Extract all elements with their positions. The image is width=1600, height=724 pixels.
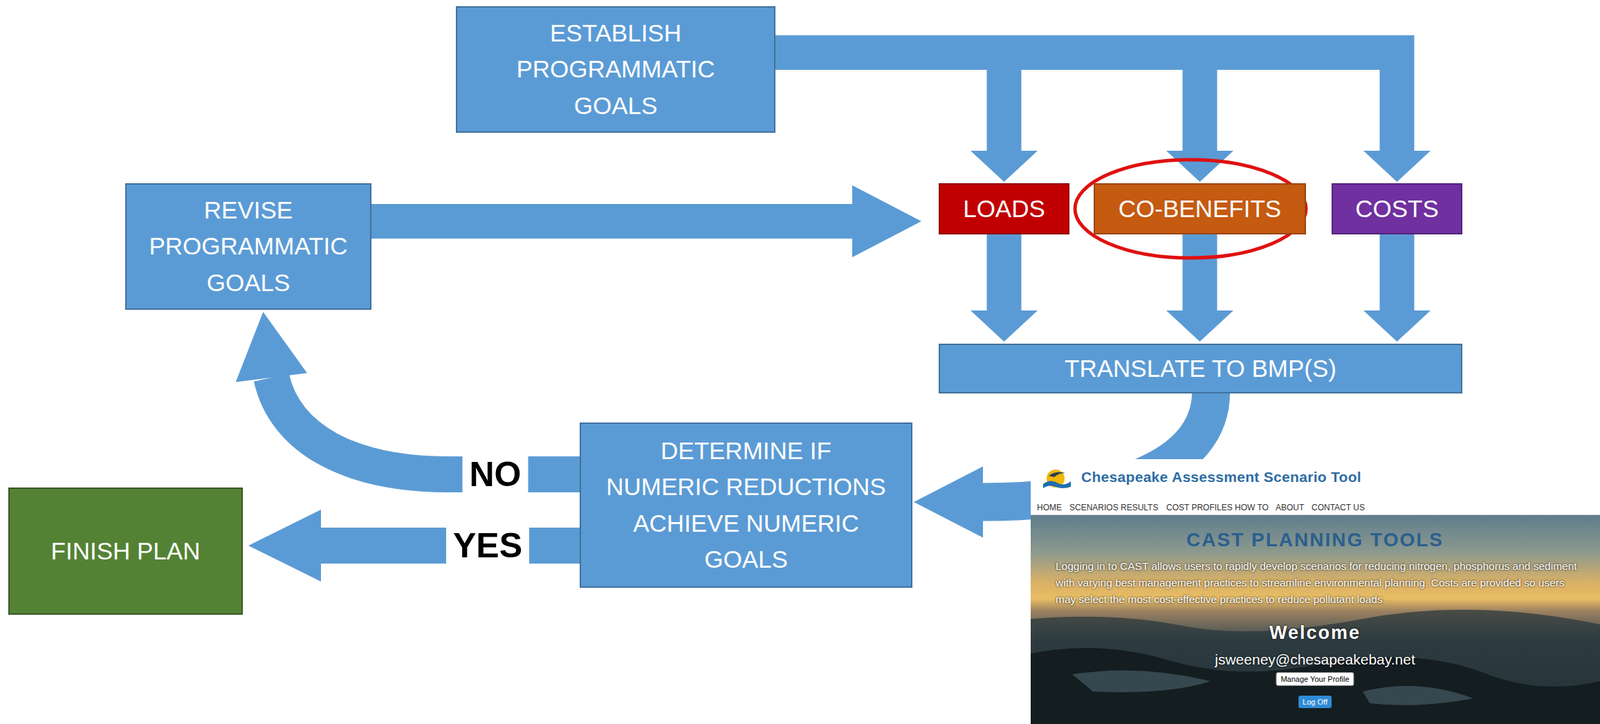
process-box: ESTABLISH PROGRAMMATIC GOALS — [455, 6, 776, 133]
arrow-shaft — [774, 52, 1398, 151]
arrow-head — [970, 310, 1038, 342]
box-text: REVISE PROGRAMMATIC GOALS — [133, 192, 364, 302]
category-box: COSTS — [1331, 183, 1463, 235]
box-text: ESTABLISH PROGRAMMATIC GOALS — [484, 15, 747, 125]
nav-item: ABOUT — [1275, 502, 1304, 513]
user-email: jsweeney@chesapeakebay.net — [1214, 651, 1415, 669]
profile-button: Manage Your Profile — [1275, 672, 1354, 687]
nav-item: RESULTS — [1120, 502, 1158, 513]
edge-label: YES — [446, 527, 530, 566]
box-text: TRANSLATE TO BMP(S) — [1064, 350, 1337, 388]
edge-label: NO — [462, 455, 529, 494]
arrow-head — [235, 311, 308, 383]
nav-item: HOW TO — [1234, 502, 1269, 513]
fat-arrow — [248, 509, 582, 582]
fat-arrow — [1363, 233, 1431, 342]
box-text: LOADS — [962, 190, 1046, 228]
fat-arrow — [235, 311, 582, 475]
fat-arrow — [370, 185, 922, 258]
nav-item: COST PROFILES — [1166, 502, 1233, 513]
box-text: DETERMINE IF NUMERIC REDUCTIONS ACHIEVE … — [605, 433, 887, 579]
nav-item: HOME — [1036, 502, 1062, 513]
process-box: TRANSLATE TO BMP(S) — [938, 343, 1463, 394]
screenshot-panel: Chesapeake Assessment Scenario ToolHOME S… — [1030, 459, 1600, 724]
arrow-shaft — [370, 204, 853, 239]
arrow-shaft — [1380, 233, 1415, 311]
arrow-head — [1363, 310, 1431, 342]
welcome-text: Welcome — [1269, 622, 1361, 645]
arrow-shaft — [987, 233, 1022, 311]
nav-item: CONTACT US — [1311, 502, 1365, 513]
process-box: REVISE PROGRAMMATIC GOALS — [125, 183, 372, 310]
arrow-head — [1166, 150, 1234, 182]
arrow-shaft — [271, 377, 582, 475]
box-text: COSTS — [1355, 190, 1439, 228]
arrow-head — [970, 150, 1038, 182]
arrow-head — [913, 466, 983, 539]
category-box: LOADS — [938, 183, 1070, 235]
box-text: FINISH PLAN — [51, 533, 201, 570]
decision-box: DETERMINE IF NUMERIC REDUCTIONS ACHIEVE … — [579, 422, 913, 588]
arrow-head — [1363, 150, 1431, 182]
arrow-shaft — [1182, 233, 1218, 311]
intro-paragraph: Logging in to CAST allows users to rapid… — [1055, 558, 1578, 609]
arrow-head — [248, 509, 321, 582]
box-text: CO-BENEFITS — [1118, 190, 1282, 228]
arrow-head — [1166, 310, 1234, 342]
nav-item: SCENARIOS — [1069, 502, 1119, 513]
site-logo — [1041, 466, 1073, 494]
site-title: Chesapeake Assessment Scenario Tool — [1081, 469, 1362, 486]
page-heading: CAST PLANNING TOOLS — [1186, 529, 1444, 552]
end-box: FINISH PLAN — [8, 487, 243, 615]
highlight-ellipse — [1074, 159, 1307, 259]
fat-arrow — [774, 52, 1038, 182]
logoff-button: Log Off — [1298, 695, 1332, 709]
arrow-head — [852, 185, 922, 258]
category-box: CO-BENEFITS — [1093, 183, 1307, 235]
fat-arrow — [1166, 233, 1234, 342]
fat-arrow — [970, 233, 1038, 342]
fat-arrow — [774, 52, 1431, 182]
